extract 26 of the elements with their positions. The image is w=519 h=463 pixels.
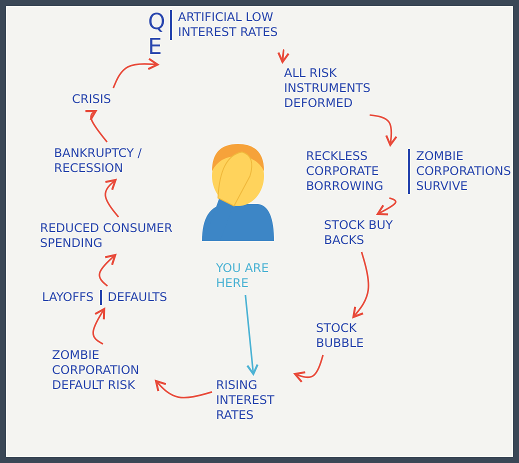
handwritten-label: Q E: [148, 10, 164, 61]
handwritten-label: ZOMBIE CORPORATION DEFAULT RISK: [52, 348, 140, 393]
arrow: [370, 114, 398, 146]
handwritten-label: BANKRUPTCY / RECESSION: [54, 146, 143, 176]
handwritten-label: RISING INTEREST RATES: [216, 378, 276, 423]
arrow: [376, 197, 396, 216]
arrow: [352, 252, 370, 318]
handwritten-label: YOU ARE HERE: [216, 261, 270, 291]
handwritten-label: RECKLESS CORPORATE BORROWING: [306, 149, 384, 194]
handwritten-label: STOCK BUY BACKS: [324, 218, 394, 248]
handwritten-label: REDUCED CONSUMER SPENDING: [40, 221, 174, 251]
arrow: [294, 354, 324, 383]
arrow: [154, 380, 212, 398]
handwritten-label: DEFAULTS: [100, 290, 168, 305]
handwritten-label: ARTIFICIAL LOW INTEREST RATES: [170, 10, 278, 40]
arrow: [277, 49, 290, 64]
arrow: [244, 294, 259, 376]
arrow: [84, 110, 108, 142]
handwritten-label: ZOMBIE CORPORATIONS SURVIVE: [408, 149, 511, 194]
arrow: [104, 178, 120, 218]
arrow: [112, 58, 159, 88]
handwritten-label: ALL RISK INSTRUMENTS DEFORMED: [284, 66, 372, 111]
arrow: [92, 308, 106, 345]
handwritten-label: CRISIS: [72, 92, 112, 107]
handwritten-label: LAYOFFS: [42, 290, 94, 305]
handwritten-label: STOCK BUBBLE: [316, 321, 365, 351]
